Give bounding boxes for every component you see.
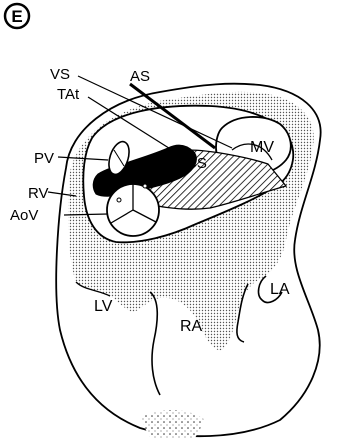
- label-as: AS: [130, 68, 150, 85]
- panel-letter: E: [11, 7, 22, 26]
- label-lv: LV: [94, 298, 113, 315]
- aortic-valve: [107, 184, 159, 236]
- label-pv: PV: [34, 150, 54, 167]
- label-aov: AoV: [10, 207, 38, 224]
- label-ra: RA: [180, 318, 203, 335]
- label-rv: RV: [28, 185, 49, 202]
- label-tat: TAt: [57, 86, 80, 103]
- label-vs: VS: [50, 66, 70, 83]
- panel-letter-badge: E: [5, 4, 29, 28]
- label-cs: CS: [186, 155, 207, 172]
- label-la: LA: [270, 281, 290, 298]
- label-mv: MV: [250, 139, 274, 156]
